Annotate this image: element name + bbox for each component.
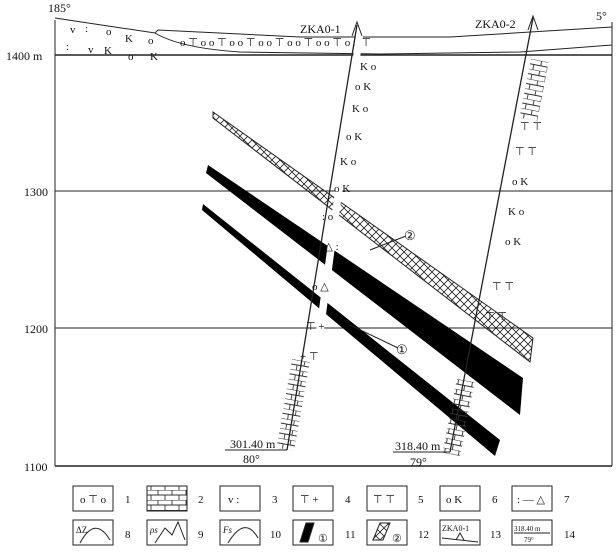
svg-text:ZKA0-1: ZKA0-1	[442, 524, 469, 533]
borehole-1-angle: 80°	[243, 452, 260, 466]
legend: o ⊤ o 1 2 v : 3 ⊤ + 4 ⊤ ⊤ 5 o K 6 : — △ 7 ΔZ 8 …	[72, 485, 576, 546]
svg-text:⊤ ⊤: ⊤ ⊤	[520, 121, 542, 133]
svg-text:o K: o K	[355, 81, 371, 93]
svg-text:9: 9	[198, 529, 204, 541]
svg-text:②: ②	[392, 533, 402, 545]
borehole-1-name: ZKA0-1	[300, 22, 341, 36]
section-frame	[54, 20, 613, 467]
svg-text:o ⊤ o: o ⊤ o	[80, 494, 107, 506]
legend-row-1: o ⊤ o 1 2 v : 3 ⊤ + 4 ⊤ ⊤ 5 o K 6 : — △ 7	[72, 485, 570, 512]
svg-text::: :	[85, 23, 88, 35]
legend-row-2: ΔZ 8 ρs 9 Fs 10 ① 11 ② 12 ZKA0-1 13 318.40 m 79…	[72, 519, 576, 546]
svg-text:2: 2	[198, 494, 204, 506]
svg-text:⊤ +: ⊤ +	[306, 321, 325, 333]
svg-text:10: 10	[270, 529, 282, 541]
elevation-1300: 1300	[24, 185, 48, 199]
orebody-1-lower	[202, 204, 500, 456]
svg-text:⊤ ⊤: ⊤ ⊤	[373, 494, 395, 506]
svg-text:⊤ ⊤: ⊤ ⊤	[492, 281, 514, 293]
svg-text:K o: K o	[360, 61, 377, 73]
svg-text:⊤ ⊤: ⊤ ⊤	[515, 146, 537, 158]
borehole-zka0-2: ⊤ ⊤ ⊤ ⊤ o K K o o K ⊤ ⊤ ⊤ ⊤ 318.40 m 79° ZKA…	[393, 14, 549, 469]
svg-text:①: ①	[318, 533, 328, 545]
borehole-2-angle: 79°	[410, 455, 427, 469]
svg-text:4: 4	[345, 494, 351, 506]
svg-text:K o: K o	[340, 156, 357, 168]
svg-text:o K: o K	[334, 183, 350, 195]
svg-text:o △: o △	[312, 281, 329, 293]
svg-text:3: 3	[272, 494, 278, 506]
svg-text:K o: K o	[352, 103, 369, 115]
svg-text:⊤ ⊤: ⊤ ⊤	[485, 311, 507, 323]
svg-text:1: 1	[125, 494, 131, 506]
svg-text:13: 13	[490, 529, 502, 541]
svg-text:K: K	[104, 45, 112, 57]
svg-text:: — △: : — △	[517, 494, 546, 506]
svg-text:o K: o K	[512, 176, 528, 188]
borehole-2-name: ZKA0-2	[475, 17, 516, 31]
svg-text:7: 7	[564, 494, 570, 506]
svg-text:v: v	[88, 44, 94, 56]
svg-text:K o: K o	[508, 206, 525, 218]
elevation-1400: 1400 m	[6, 49, 43, 63]
elevation-1200: 1200	[24, 322, 48, 336]
svg-text:8: 8	[125, 529, 131, 541]
svg-text:o: o	[106, 26, 112, 38]
orebody-2-hatched	[212, 111, 534, 363]
svg-text:+ ⊤: + ⊤	[300, 351, 319, 363]
svg-text:11: 11	[345, 529, 356, 541]
svg-text:5: 5	[418, 494, 424, 506]
svg-text:12: 12	[418, 529, 429, 541]
borehole-zka0-1: K o o K K o o K K o o K : o - △ : o △ ⊤ + + ⊤ 3…	[225, 20, 377, 466]
orebody-1-upper	[206, 165, 523, 415]
svg-text:- △ :: - △ :	[318, 241, 339, 253]
orientation-right: 5°	[596, 9, 607, 23]
surface-layers	[54, 17, 613, 55]
svg-text:6: 6	[492, 494, 498, 506]
svg-text:79°: 79°	[524, 536, 534, 544]
svg-text:v: v	[70, 24, 76, 36]
svg-text:318.40 m: 318.40 m	[514, 525, 541, 533]
svg-text:: o: : o	[322, 211, 334, 223]
svg-text:ρs: ρs	[149, 525, 158, 535]
svg-text:o K: o K	[346, 131, 362, 143]
svg-text:o K: o K	[446, 494, 462, 506]
borehole-1-depth: 301.40 m	[230, 437, 276, 451]
orebody-label-1: ①	[396, 342, 408, 357]
borehole-2-depth: 318.40 m	[395, 439, 441, 453]
svg-text::: :	[66, 41, 69, 53]
svg-text:K: K	[125, 33, 133, 45]
svg-text:⊤ +: ⊤ +	[300, 494, 319, 506]
svg-text:K: K	[150, 51, 158, 63]
svg-text:o K: o K	[505, 236, 521, 248]
svg-text:Fs: Fs	[222, 525, 232, 535]
svg-text:o: o	[128, 51, 134, 63]
svg-text:v :: v :	[228, 494, 239, 506]
orientation-left: 185°	[48, 1, 71, 15]
svg-text:o ⊤ o o ⊤ o o ⊤ o o ⊤: o ⊤ o o ⊤ o o ⊤ o o ⊤ o o ⊤ o o ⊤ o o ⊤	[180, 37, 371, 49]
orebody-label-2: ②	[404, 228, 416, 243]
svg-text:o: o	[148, 35, 154, 47]
svg-text:ΔZ: ΔZ	[76, 525, 87, 535]
elevation-1100: 1100	[24, 460, 48, 474]
svg-text:14: 14	[564, 529, 576, 541]
